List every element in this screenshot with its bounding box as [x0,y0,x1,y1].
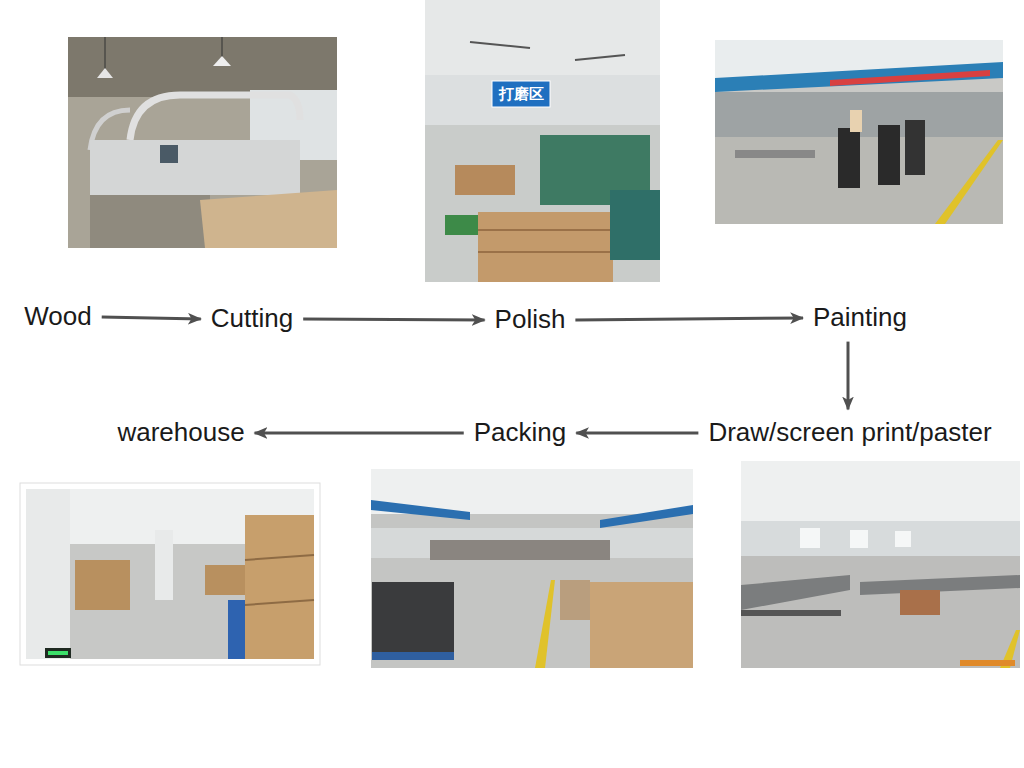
led-digits [48,651,68,655]
wall [741,521,1020,556]
carton [900,590,940,615]
flow-step: Cutting [207,301,297,336]
table-leg [741,610,841,616]
blue-roof [600,505,693,528]
wood-board [200,190,337,248]
flow-step: warehouse [113,415,248,450]
drying-rack [735,150,815,158]
warehouse-photo [20,483,320,665]
carton-stack [75,560,130,610]
sign-text: 打磨区 [499,85,544,103]
flow-arrow [102,317,201,319]
hazard-stripe [830,70,990,86]
flow-arrow [303,319,484,320]
window [800,528,820,548]
flow-arrow [575,318,803,320]
lamp [213,56,231,66]
step-label: Cutting [211,303,293,334]
work-table [741,575,850,610]
ceiling [741,461,1020,521]
painted-panel [838,128,860,188]
dust-duct [130,95,300,140]
painted-panel [878,125,900,185]
carton-stack [205,565,245,595]
booth-wall [715,92,1003,137]
ceiling-fan [575,55,625,60]
stack-line [245,555,314,560]
carton-stack [245,515,314,659]
pallet [372,652,454,660]
painted-panel [905,120,925,175]
step-label: Polish [495,304,566,335]
flow-step: Polish [491,302,570,337]
photo-frame [20,483,320,665]
blue-roof [371,500,470,520]
flow-step: Packing [470,415,571,450]
lamp-wire [222,37,223,58]
stack-line [478,229,613,231]
stack-line [245,600,314,605]
pallet [228,600,245,659]
led-display [45,648,71,658]
lamp-wire [105,37,106,70]
photo-ground [425,0,660,282]
ceiling [68,37,337,97]
worker [850,110,862,132]
step-label: Painting [813,302,907,333]
photo-ground [68,37,337,248]
column [26,489,70,659]
floor-line [535,580,555,668]
column [155,530,173,600]
flow-arrow [847,342,850,410]
floor-line [935,140,1003,224]
step-label: Draw/screen print/paster [708,417,991,448]
window [850,530,868,548]
step-label: Wood [24,301,91,332]
cutting-photo [68,37,337,248]
flow-step: Painting [809,300,911,335]
step-label: warehouse [117,417,244,448]
control-panel [160,145,178,163]
carton [560,580,590,620]
photo-ground [26,489,314,659]
photo-ground [371,469,693,668]
photo-ground [715,40,1003,224]
lamp [97,68,113,78]
carton [590,582,693,668]
flow-step: Wood [20,299,95,334]
stack-line [478,251,613,253]
step-label: Packing [474,417,567,448]
ceiling-fan [470,42,530,48]
polish-photo [425,0,660,282]
dark-carton-stack [372,582,454,656]
flow-step: Draw/screen print/paster [704,415,995,450]
green-rack [610,190,660,260]
flow-arrow [255,432,464,435]
wall [425,75,660,125]
flow-arrow [576,432,698,435]
saw-machine [90,140,300,195]
area-sign [492,81,550,107]
ceiling [425,0,660,75]
work-line [430,540,610,560]
painting-photo [715,40,1003,224]
cartons [455,165,515,195]
cardboard-stack [478,212,613,282]
spray-hood [715,62,1003,92]
date-stamp [960,660,1015,666]
photo-ground [741,461,1020,668]
packing-photo [371,469,693,668]
machine-base [90,195,210,248]
draw-photo [741,461,1020,668]
window [895,531,911,547]
